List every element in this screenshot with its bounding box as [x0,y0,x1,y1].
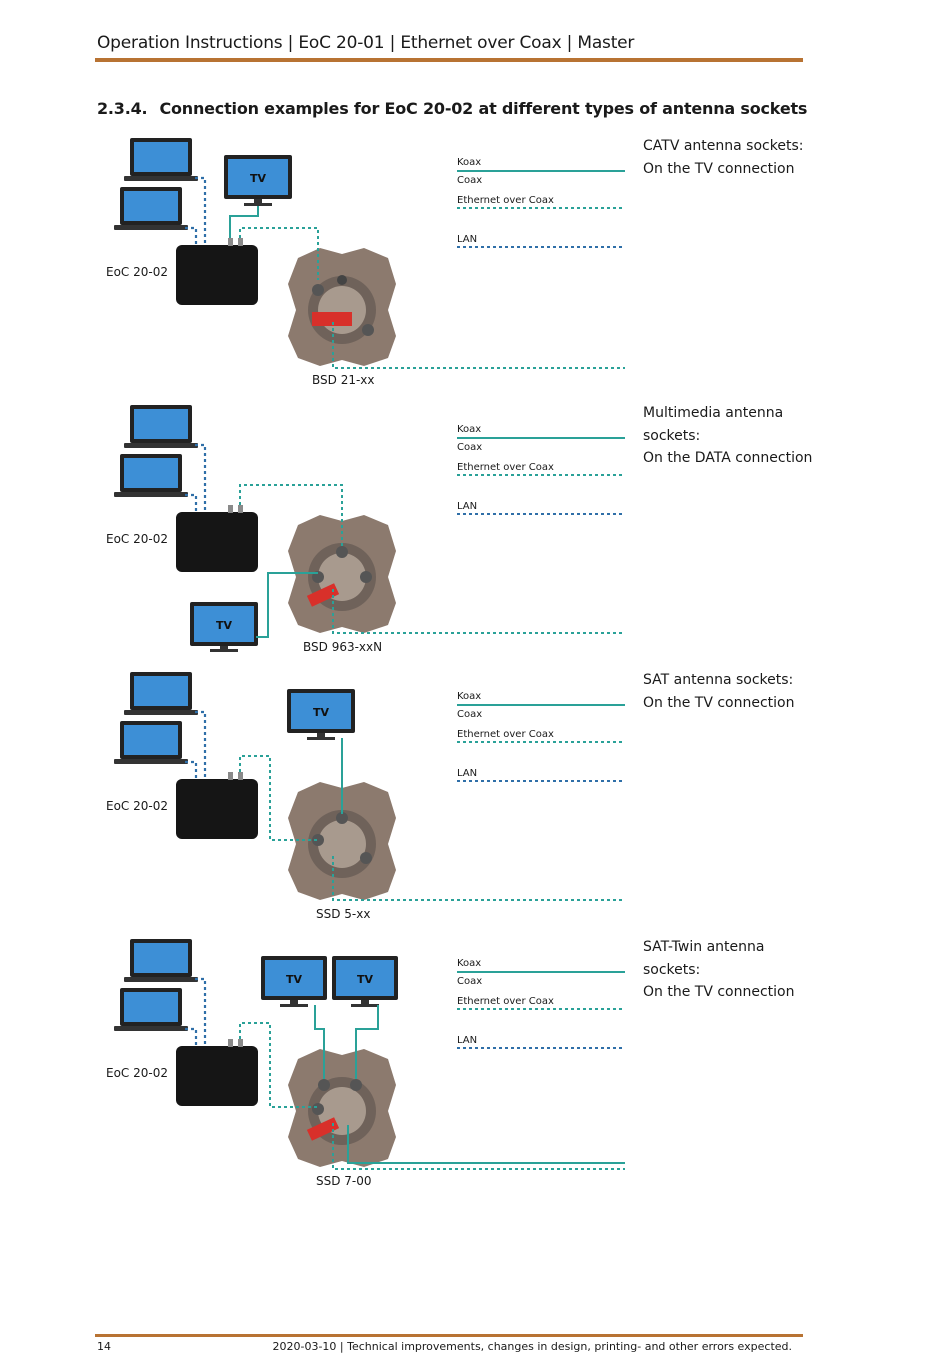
tv-label: TV [357,973,374,986]
description-title: Multimedia antenna sockets: [643,405,784,444]
line-legend: Koax Coax Ethernet over Coax LAN [457,424,625,515]
line-legend: Koax Coax Ethernet over Coax LAN [457,157,625,248]
eoc-label: EoC 20-02 [106,532,168,546]
description-title: CATV antenna sockets: [643,138,804,154]
tv-label: TV [286,973,303,986]
line-legend: Koax Coax Ethernet over Coax LAN [457,691,625,782]
tv-label: TV [250,172,267,185]
socket-label: SSD 7-00 [316,1174,372,1188]
socket-label: BSD 963-xxN [303,640,382,654]
tv-icon: TV [332,956,398,1007]
antenna-socket-icon [288,1049,396,1167]
description-text: On the TV connection [643,984,795,1000]
legend-koax-label: Koax [457,157,481,168]
legend-eoc-label: Ethernet over Coax [457,195,554,206]
legend-koax-label: Koax [457,691,481,702]
legend-coax-label: Coax [457,976,482,987]
legend-coax-label: Coax [457,442,482,453]
legend-lan-label: LAN [457,501,477,512]
tv-label: TV [216,619,233,632]
legend-coax-label: Coax [457,175,482,186]
sat-twin-diagram: TV TV EoC 20-02 SSD 7-00 [106,939,625,1188]
example-description: SAT antenna sockets: On the TV connectio… [643,669,813,714]
laptop-icon [124,939,198,982]
legend-lan-label: LAN [457,234,477,245]
eoc-device-icon [176,1039,258,1106]
socket-label: SSD 5-xx [316,907,370,921]
laptop-icon [124,672,198,715]
section-heading: 2.3.4. Connection examples for EoC 20-02 … [97,99,807,118]
multimedia-diagram: TV EoC 20-02 BSD 963-xxN Koax Coax Ether… [106,405,625,654]
example-description: Multimedia antenna sockets: On the DATA … [643,402,813,470]
description-text: On the TV connection [643,694,795,711]
antenna-socket-icon [288,515,396,633]
antenna-socket-icon [288,248,396,366]
legend-eoc-label: Ethernet over Coax [457,996,554,1007]
catv-diagram: TV EoC 20-02 BSD 21-xx Koax [106,138,625,387]
footer-note: 2020-03-10 | Technical improvements, cha… [272,1340,793,1353]
example-description: CATV antenna sockets: On the TV connecti… [643,135,813,180]
eoc-device-icon [176,238,258,305]
legend-coax-label: Coax [457,709,482,720]
tv-icon: TV [261,956,327,1007]
footer-rule [95,1334,803,1337]
example-sat-twin: TV TV EoC 20-02 SSD 7-00 [0,931,950,1199]
section-title: Connection examples for EoC 20-02 at dif… [159,99,808,118]
description-title: SAT-Twin antenna sockets: [643,939,765,978]
description-text: On the DATA connection [643,450,813,466]
tv-label: TV [313,706,330,719]
legend-koax-label: Koax [457,424,481,435]
page-header-title: Operation Instructions | EoC 20-01 | Eth… [97,33,635,53]
description-text: On the TV connection [643,160,795,177]
header-rule [95,58,803,62]
legend-eoc-label: Ethernet over Coax [457,729,554,740]
tv-icon: TV [190,602,258,652]
eoc-device-icon [176,772,258,839]
line-legend: Koax Coax Ethernet over Coax LAN [457,958,625,1049]
legend-lan-label: LAN [457,768,477,779]
laptop-icon [124,138,198,181]
socket-label: BSD 21-xx [312,373,375,387]
legend-lan-label: LAN [457,1035,477,1046]
laptop-icon [114,988,188,1031]
description-title: SAT antenna sockets: [643,672,794,688]
sat-diagram: TV EoC 20-02 SSD 5-xx Koax Coax Ethernet… [106,672,625,921]
antenna-socket-icon [288,782,396,900]
eoc-label: EoC 20-02 [106,799,168,813]
legend-koax-label: Koax [457,958,481,969]
legend-eoc-label: Ethernet over Coax [457,462,554,473]
eoc-label: EoC 20-02 [106,265,168,279]
laptop-icon [114,187,188,230]
tv-icon: TV [224,155,292,206]
laptop-icon [114,721,188,764]
example-catv: TV EoC 20-02 BSD 21-xx Koax [0,130,950,398]
laptop-icon [114,454,188,497]
example-multimedia: TV EoC 20-02 BSD 963-xxN Koax Coax Ether… [0,397,950,665]
example-sat: TV EoC 20-02 SSD 5-xx Koax Coax Ethernet… [0,664,950,932]
example-description: SAT-Twin antenna sockets: On the TV conn… [643,936,813,1004]
eoc-device-icon [176,505,258,572]
section-number: 2.3.4. [97,99,148,118]
laptop-icon [124,405,198,448]
tv-icon: TV [287,689,355,740]
eoc-label: EoC 20-02 [106,1066,168,1080]
page-number: 14 [97,1340,111,1353]
